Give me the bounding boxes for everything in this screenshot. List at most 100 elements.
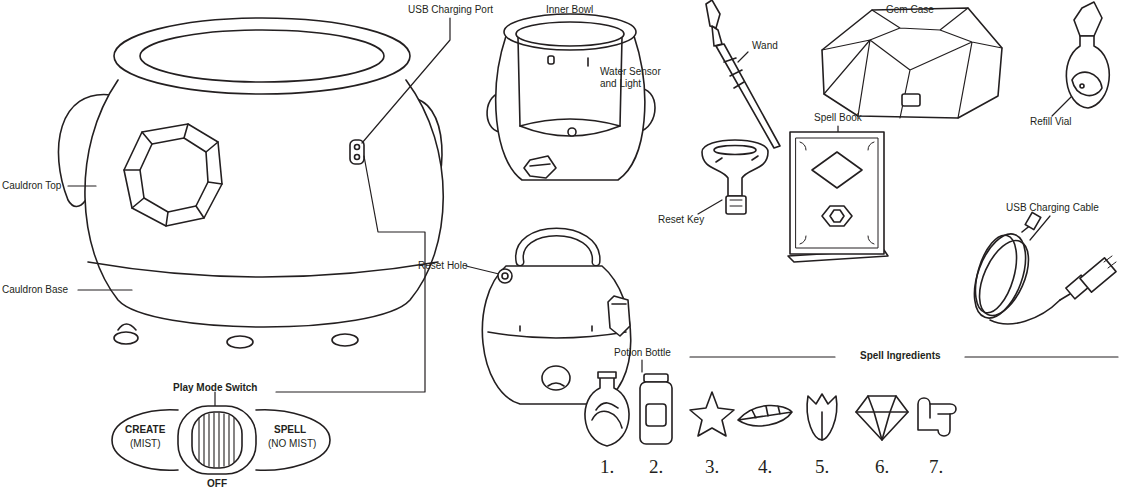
reset-key-drawing xyxy=(730,200,742,206)
leader-line xyxy=(68,185,96,186)
part-label: Wand xyxy=(752,40,778,52)
reset-view-cauldron xyxy=(502,273,508,279)
ingredient-icons xyxy=(646,404,666,426)
usb-cable-drawing xyxy=(1025,212,1041,229)
mode-switch xyxy=(199,413,234,467)
inner-bowl-view xyxy=(568,128,576,136)
main-cauldron xyxy=(88,262,438,277)
callout-number: 3. xyxy=(705,456,719,478)
part-label: Cauldron Base xyxy=(2,284,68,296)
leader-line xyxy=(466,266,499,274)
inner-bowl-view xyxy=(587,58,589,66)
mode-switch xyxy=(112,410,178,471)
ingredient-icons xyxy=(690,392,734,436)
reset-view-cauldron xyxy=(498,269,512,283)
reset-key-drawing xyxy=(714,146,756,155)
ingredient-icons xyxy=(821,412,823,440)
usb-cable-drawing xyxy=(1060,294,1070,300)
part-label: Gem Case xyxy=(886,4,934,16)
inner-bowl-view xyxy=(548,56,554,64)
usb-cable-drawing xyxy=(1104,256,1116,268)
inner-bowl-view xyxy=(504,14,636,50)
usb-cable-drawing xyxy=(964,212,1116,324)
reset-key-drawing xyxy=(716,156,758,162)
spell-book-drawing xyxy=(790,132,884,254)
main-cauldron xyxy=(114,332,138,344)
part-label: USB Charging Port xyxy=(408,4,493,16)
reset-view-cauldron xyxy=(542,366,570,390)
main-cauldron xyxy=(124,124,222,226)
main-cauldron xyxy=(140,30,384,82)
wand-drawing xyxy=(712,26,722,46)
main-cauldron xyxy=(118,324,136,330)
mode-switch xyxy=(178,406,256,474)
callout-number: 6. xyxy=(875,456,889,478)
inner-bowl-view xyxy=(530,164,550,166)
ingredient-icons xyxy=(585,376,629,446)
reset-key-drawing xyxy=(702,140,768,214)
part-label: USB Charging Cable xyxy=(1006,202,1099,214)
callout-number: 2. xyxy=(649,456,663,478)
main-cauldron xyxy=(355,155,360,160)
mode-switch xyxy=(192,412,242,468)
leader-line xyxy=(362,18,450,143)
main-cauldron xyxy=(58,18,443,348)
main-cauldron xyxy=(140,138,208,212)
gem-case-drawing xyxy=(822,8,1002,118)
part-label: Inner Bowl xyxy=(546,4,593,16)
main-cauldron xyxy=(85,80,443,327)
ingredient-icons xyxy=(918,398,956,436)
wand-drawing xyxy=(716,44,780,148)
spell-book-drawing xyxy=(812,152,862,188)
ingredient-icons xyxy=(930,404,950,418)
part-label: Reset Key xyxy=(658,214,704,226)
inner-bowl-view xyxy=(487,14,655,180)
refill-vial-drawing xyxy=(1066,36,1109,108)
part-label: Cauldron Top xyxy=(2,180,61,192)
mode-switch xyxy=(112,392,330,474)
usb-cable-drawing xyxy=(1080,258,1116,292)
wand-drawing xyxy=(706,0,780,148)
usb-cable-drawing xyxy=(964,227,1035,325)
mode-switch xyxy=(214,392,215,406)
leader-line xyxy=(738,52,748,62)
main-cauldron xyxy=(355,145,360,150)
reset-view-cauldron xyxy=(548,383,564,386)
ingredient-icons xyxy=(856,396,908,440)
main-cauldron xyxy=(227,336,253,348)
spell-book-drawing xyxy=(822,206,852,226)
refill-vial-drawing xyxy=(1080,84,1084,88)
usb-cable-drawing xyxy=(968,231,1025,318)
ingredient-icons xyxy=(592,403,622,428)
ingredient-icons xyxy=(644,374,668,382)
reset-view-cauldron xyxy=(488,332,626,338)
main-cauldron xyxy=(350,140,364,164)
inner-bowl-view xyxy=(520,119,620,126)
part-label: Refill Vial xyxy=(1030,116,1072,128)
ingredient-icons xyxy=(598,372,616,378)
reset-key-drawing xyxy=(726,196,746,214)
gem-case-drawing xyxy=(822,8,1002,118)
ingredient-icons xyxy=(807,394,837,440)
reset-view-cauldron xyxy=(520,326,592,331)
reset-view-cauldron xyxy=(482,232,630,404)
reset-view-cauldron xyxy=(519,232,596,262)
reset-key-drawing xyxy=(702,140,768,196)
gem-case-drawing xyxy=(822,8,1002,118)
part-label: Water Sensor and Light xyxy=(600,66,668,89)
switch-position: OFF xyxy=(207,478,227,490)
usb-cable-drawing xyxy=(990,224,1060,324)
refill-vial-drawing xyxy=(1074,2,1102,36)
leader-line xyxy=(698,200,722,214)
group-heading: Spell Ingredients xyxy=(854,350,947,362)
ingredient-icons xyxy=(585,372,956,446)
leader-line xyxy=(641,360,642,372)
callout-number: 4. xyxy=(758,456,772,478)
spell-book-drawing xyxy=(788,132,888,262)
part-label: Potion Bottle xyxy=(614,347,671,359)
main-cauldron xyxy=(124,124,222,226)
inner-bowl-view xyxy=(524,156,556,178)
main-cauldron xyxy=(332,334,358,346)
switch-position: SPELL xyxy=(274,424,306,436)
